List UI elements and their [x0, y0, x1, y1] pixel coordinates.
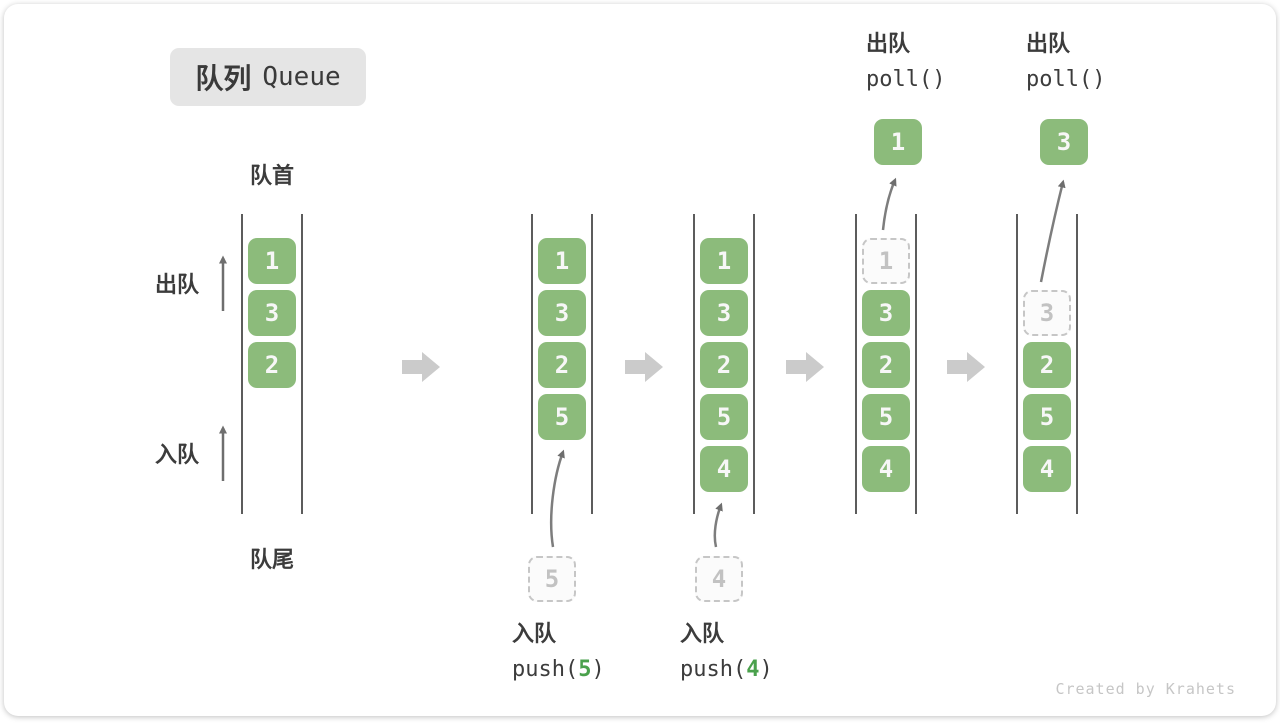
queue-element: 4	[862, 446, 910, 492]
queue-wall-right	[301, 214, 303, 514]
poll-code: poll()	[866, 69, 945, 91]
push-code-value: 5	[578, 657, 591, 682]
push-annotation-4: 入队 push(4)	[680, 624, 773, 681]
next-step-arrow-icon	[402, 352, 440, 382]
poll-code: poll()	[1026, 69, 1105, 91]
queue-step-4: 1 3 2 5 4	[855, 214, 917, 514]
queue-wall-right	[1076, 214, 1078, 514]
queue-element: 4	[700, 446, 748, 492]
push-code-prefix: push(	[512, 657, 578, 682]
queue-element: 3	[700, 290, 748, 336]
queue-element: 3	[862, 290, 910, 336]
queue-element-removed: 3	[1023, 290, 1071, 336]
queue-element: 5	[538, 394, 586, 440]
diagram-card: 队列 Queue 队首 队尾 出队 入队 1 3 2 1 3 2 5 1 3 2…	[4, 4, 1276, 716]
queue-step-5: 3 2 5 4	[1016, 214, 1078, 514]
queue-element: 3	[538, 290, 586, 336]
queue-step-3: 1 3 2 5 4	[693, 214, 755, 514]
push-code: push(4)	[680, 659, 773, 681]
queue-element: 2	[1023, 342, 1071, 388]
title-badge: 队列 Queue	[170, 48, 366, 106]
queue-wall-right	[591, 214, 593, 514]
poll-label-zh: 出队	[866, 34, 945, 56]
queue-front-label: 队首	[241, 158, 303, 190]
queue-element: 2	[862, 342, 910, 388]
queue-element: 1	[248, 238, 296, 284]
popped-element-1: 1	[874, 119, 922, 165]
queue-element: 5	[700, 394, 748, 440]
push-code-value: 4	[746, 657, 759, 682]
push-code-suffix: )	[591, 657, 604, 682]
queue-element-removed: 1	[862, 238, 910, 284]
title-en: Queue	[262, 62, 340, 92]
push-code-suffix: )	[759, 657, 772, 682]
arrows-overlay	[4, 4, 1280, 724]
enqueue-label: 入队	[155, 437, 199, 469]
dequeue-label: 出队	[155, 267, 199, 299]
queue-element: 5	[862, 394, 910, 440]
push-label-zh: 入队	[680, 624, 773, 646]
queue-element: 1	[700, 238, 748, 284]
push-annotation-5: 入队 push(5)	[512, 624, 605, 681]
queue-element: 3	[248, 290, 296, 336]
queue-step-1: 1 3 2	[241, 214, 303, 514]
queue-step-2: 1 3 2 5	[531, 214, 593, 514]
poll-annotation-1: 出队 poll()	[866, 34, 945, 91]
queue-element: 5	[1023, 394, 1071, 440]
queue-element: 2	[538, 342, 586, 388]
queue-wall-left	[855, 214, 857, 514]
staged-element-push5: 5	[528, 556, 576, 602]
queue-element: 2	[700, 342, 748, 388]
queue-element: 1	[538, 238, 586, 284]
watermark: Created by Krahets	[1055, 680, 1236, 698]
poll-label-zh: 出队	[1026, 34, 1105, 56]
queue-wall-left	[241, 214, 243, 514]
queue-wall-left	[531, 214, 533, 514]
poll-annotation-2: 出队 poll()	[1026, 34, 1105, 91]
queue-wall-left	[1016, 214, 1018, 514]
queue-element: 4	[1023, 446, 1071, 492]
staged-element-push4: 4	[695, 556, 743, 602]
next-step-arrow-icon	[625, 352, 663, 382]
push-label-zh: 入队	[512, 624, 605, 646]
push-code: push(5)	[512, 659, 605, 681]
queue-element: 2	[248, 342, 296, 388]
next-step-arrow-icon	[786, 352, 824, 382]
queue-wall-right	[915, 214, 917, 514]
popped-element-3: 3	[1040, 119, 1088, 165]
next-step-arrow-icon	[947, 352, 985, 382]
queue-rear-label: 队尾	[241, 542, 303, 574]
queue-wall-right	[753, 214, 755, 514]
queue-wall-left	[693, 214, 695, 514]
push-code-prefix: push(	[680, 657, 746, 682]
title-zh: 队列	[195, 57, 251, 97]
